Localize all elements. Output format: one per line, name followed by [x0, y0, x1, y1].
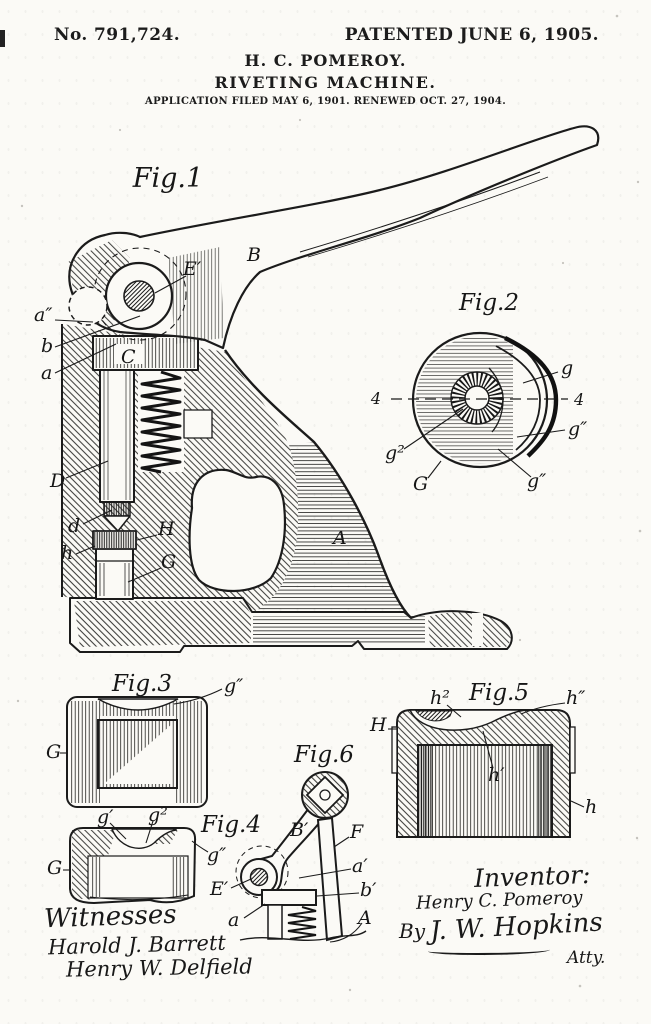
fig2-label-g-dprime-bottom: g″: [527, 470, 546, 492]
fig6-drawing: Fig.6 B′ F a′ b′ A E′ a: [209, 742, 377, 943]
part-label-B: B: [246, 244, 261, 266]
fig6-label-a: a: [228, 909, 239, 931]
fig3-leader-lines: [60, 688, 223, 754]
fig1-throat-opening: [188, 468, 287, 593]
fig6-leader-lines: [230, 836, 363, 943]
fig1-frame-shading: [250, 442, 408, 616]
fig4-label-G: G: [47, 857, 62, 879]
fig5-label-h-sq: h²: [430, 687, 450, 709]
fig6-label-a-prime: a′: [352, 855, 368, 877]
fig2-hub: [450, 371, 504, 425]
fig6-label-B-prime: B′: [289, 819, 309, 841]
fig2-drawing: Fig.2 4 4 g g″ g″ g² G: [370, 290, 587, 495]
fig1-drawing: Fig.1 B E′ a″ b a C D d H h G A: [34, 125, 600, 653]
fig4-label-g-prime: g′: [97, 806, 114, 828]
part-label-b: b: [41, 335, 53, 357]
fig5-drawing: Fig.5 h² h″ H h′ h: [369, 680, 597, 838]
fig2-leader-lines: [403, 371, 566, 479]
fig2-label-g-dprime-mid: g″: [568, 418, 587, 440]
fig1-title: Fig.1: [132, 163, 203, 194]
fig6-label-b-prime: b′: [360, 879, 377, 901]
part-label-d: d: [68, 515, 80, 537]
part-label-C: C: [121, 346, 136, 368]
fig3-groove: [97, 698, 179, 711]
part-label-a-dprime: a″: [34, 304, 52, 326]
signature-flourish: [428, 946, 550, 955]
fig5-label-h-dprime: h″: [566, 687, 585, 709]
fig2-label-g-sq: g²: [385, 442, 405, 464]
part-label-D: D: [49, 470, 65, 492]
fig2-groove-outer-arc: [504, 336, 559, 458]
fig4-drawing: Fig.4 g′ g² G g″: [47, 804, 261, 905]
fig4-label-g-dprime: g″: [207, 844, 226, 866]
fig2-label-g: g: [561, 357, 573, 379]
fig1-plunger: [99, 367, 135, 532]
fig5-label-H: H: [369, 714, 387, 736]
patent-date: PATENTED JUNE 6, 1905.: [344, 25, 599, 45]
scan-artifacts: [0, 14, 642, 992]
fig3-drawing: Fig.3 g″ G: [46, 671, 243, 808]
fig1-leader-lines: [54, 275, 187, 583]
patent-number: No. 791,724.: [54, 25, 181, 45]
fig3-title: Fig.3: [111, 671, 172, 697]
fig4-title: Fig.4: [200, 812, 261, 838]
fig1-spring: [138, 370, 213, 474]
fig6-pivot-pin: [249, 867, 269, 887]
fig6-spring: [287, 906, 317, 940]
fig6-ground-line: [239, 930, 367, 941]
witnesses-heading: Witnesses: [43, 899, 178, 935]
fig2-title: Fig.2: [458, 290, 519, 316]
application-line: APPLICATION FILED MAY 6, 1901. RENEWED O…: [145, 96, 506, 107]
part-label-H: H: [157, 518, 175, 540]
fig6-lever-head: [301, 771, 349, 819]
fig2-label-G: G: [413, 473, 428, 495]
part-label-A: A: [331, 527, 347, 549]
fig5-insert: [415, 710, 453, 722]
part-label-h: h: [61, 542, 73, 564]
part-label-a: a: [41, 362, 52, 384]
invention-title: RIVETING MACHINE.: [214, 73, 437, 92]
part-label-E-prime: E′: [182, 258, 202, 280]
fig4-groove: [110, 828, 177, 849]
fig5-title: Fig.5: [468, 680, 529, 706]
witness-signature-2: Henry W. Delfield: [65, 954, 253, 982]
fig6-label-E-prime: E′: [209, 878, 229, 900]
fig5-label-h-prime: h′: [488, 764, 505, 786]
fig6-clamp-bar: [261, 889, 317, 906]
fig3-label-G: G: [46, 741, 61, 763]
part-label-G: G: [161, 551, 176, 573]
fig3-die-cavity: [97, 719, 178, 789]
fig1-lever: [68, 125, 600, 350]
fig6-label-F: F: [349, 821, 364, 843]
fig2-label-4-right: 4: [573, 390, 584, 409]
fig2-groove-inner-arc: [495, 345, 541, 451]
fig6-label-A: A: [356, 907, 372, 929]
fig5-label-h: h: [585, 796, 597, 818]
fig1-frame-profile: [224, 349, 412, 619]
fig1-anvil: [92, 530, 137, 600]
fig6-title: Fig.6: [293, 742, 354, 768]
fig1-guide-block: [92, 335, 199, 371]
fig5-cavity: [417, 744, 553, 838]
attorney-title: Atty.: [567, 948, 606, 968]
fig2-label-4-left: 4: [370, 389, 381, 408]
fig4-leader-lines: [63, 820, 209, 871]
fig4-label-g-sq: g²: [148, 804, 168, 826]
by-label: By: [399, 919, 425, 943]
fig1-base: [69, 597, 513, 653]
fig5-leader-lines: [388, 702, 585, 808]
fig3-label-g-dprime: g″: [224, 675, 243, 697]
inventor-name-line: H. C. POMEROY.: [244, 51, 407, 70]
fig6-standard: [316, 816, 344, 942]
